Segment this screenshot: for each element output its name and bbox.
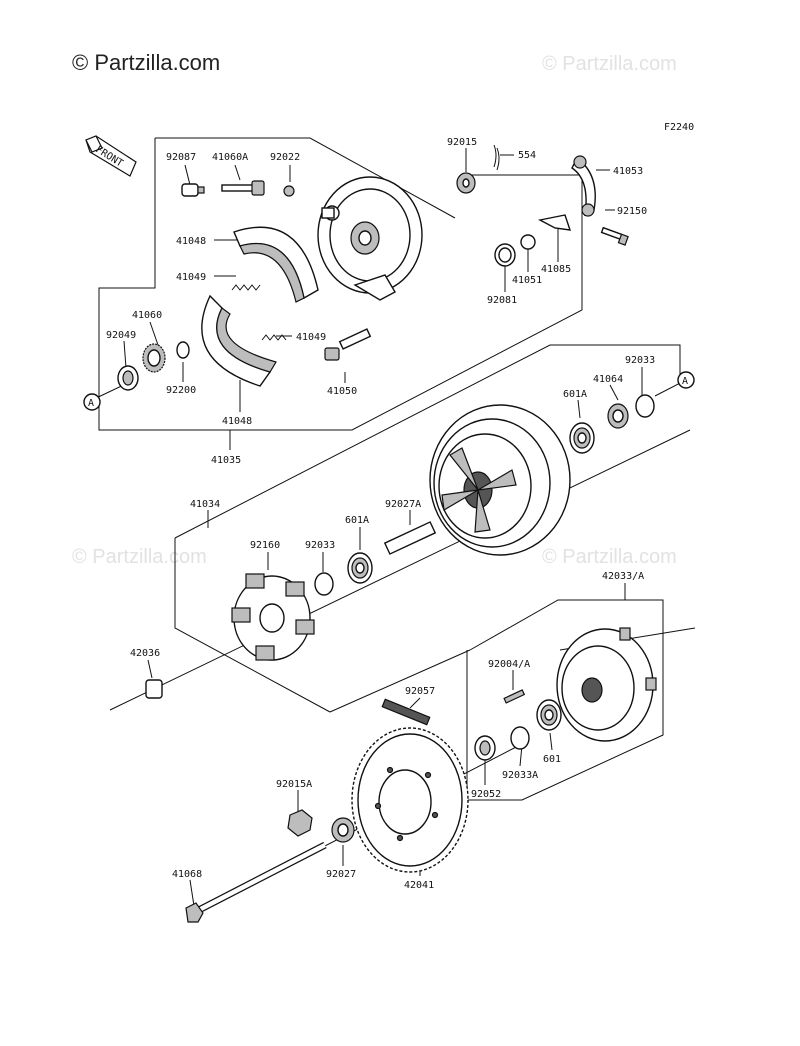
part-92015A-nut bbox=[287, 809, 313, 837]
part-41060-gear bbox=[142, 343, 166, 373]
part-92033-circlip-top bbox=[635, 394, 655, 418]
part-41051-washer bbox=[520, 234, 536, 250]
label-92087: 92087 bbox=[166, 152, 196, 163]
label-42041: 42041 bbox=[404, 880, 434, 891]
label-41051: 41051 bbox=[512, 275, 542, 286]
label-92033-mid: 92033 bbox=[305, 540, 335, 551]
part-42033A-sprocket-hub bbox=[556, 627, 657, 742]
label-92027: 92027 bbox=[326, 869, 356, 880]
part-42041-sprocket bbox=[351, 727, 469, 873]
leader-lines bbox=[123, 148, 643, 907]
label-41035: 41035 bbox=[211, 455, 241, 466]
label-92004A: 92004/A bbox=[488, 659, 530, 670]
label-601A-top: 601A bbox=[563, 389, 587, 400]
label-41049-bottom: 41049 bbox=[296, 332, 326, 343]
part-41050-brake-cam bbox=[324, 328, 372, 361]
label-41060A: 41060A bbox=[212, 152, 248, 163]
label-554: 554 bbox=[518, 150, 536, 161]
label-92160: 92160 bbox=[250, 540, 280, 551]
label-601: 601 bbox=[543, 754, 561, 765]
label-92052: 92052 bbox=[471, 789, 501, 800]
part-41048-brake-shoe-bottom bbox=[201, 294, 277, 387]
label-92033A: 92033A bbox=[502, 770, 538, 781]
part-92150-bolt bbox=[600, 226, 629, 246]
label-42036: 42036 bbox=[130, 648, 160, 659]
part-labels: 92087 41060A 92022 92015 554 41053 92150… bbox=[106, 137, 655, 891]
svg-text:A: A bbox=[682, 376, 688, 387]
watermark-mid-left: © Partzilla.com bbox=[72, 546, 207, 568]
part-92081-spring bbox=[494, 243, 516, 267]
part-92033A-circlip bbox=[510, 726, 530, 750]
label-41034: 41034 bbox=[190, 499, 220, 510]
part-601A-bearing-mid bbox=[347, 552, 373, 584]
part-92160-damper bbox=[231, 573, 315, 661]
part-92022-washer bbox=[283, 185, 295, 197]
part-92049-oil-seal bbox=[117, 365, 139, 391]
label-601A-mid: 601A bbox=[345, 515, 369, 526]
label-41048-top: 41048 bbox=[176, 236, 206, 247]
label-92081: 92081 bbox=[487, 295, 517, 306]
part-92027-collar bbox=[331, 817, 355, 843]
label-42033A: 42033/A bbox=[602, 571, 644, 582]
part-41049-spring-top bbox=[231, 284, 261, 291]
part-601A-bearing-top bbox=[569, 422, 595, 454]
figure-code: F2240 bbox=[664, 122, 694, 133]
part-41053-brake-lever bbox=[571, 155, 596, 217]
ref-marker-a-left: A bbox=[83, 393, 101, 411]
part-41085-wear-indicator bbox=[537, 214, 572, 231]
label-92022: 92022 bbox=[270, 152, 300, 163]
part-92015-nut bbox=[456, 172, 476, 194]
svg-text:A: A bbox=[88, 398, 94, 409]
watermark-main: © Partzilla.com bbox=[72, 50, 220, 75]
label-41064: 41064 bbox=[593, 374, 623, 385]
label-41048-bottom: 41048 bbox=[222, 416, 252, 427]
label-41049-top: 41049 bbox=[176, 272, 206, 283]
part-554-cotter-pin bbox=[493, 144, 500, 171]
part-41068-axle bbox=[185, 841, 327, 923]
part-92027A-spacer bbox=[383, 521, 437, 555]
part-42036-collar bbox=[145, 679, 163, 699]
part-92087-plug bbox=[181, 183, 205, 197]
label-92027A: 92027A bbox=[385, 499, 421, 510]
ref-marker-a-right: A bbox=[677, 371, 695, 389]
part-92052-seal bbox=[474, 735, 496, 761]
part-brake-panel bbox=[317, 176, 423, 301]
label-41050: 41050 bbox=[327, 386, 357, 397]
part-rear-wheel bbox=[429, 404, 571, 556]
part-41048-brake-shoe-top bbox=[233, 226, 319, 303]
part-41060A-camshaft bbox=[221, 180, 265, 196]
front-direction-arrow: FRONT bbox=[85, 135, 137, 177]
label-92150: 92150 bbox=[617, 206, 647, 217]
part-601-bearing bbox=[536, 699, 562, 731]
part-92004A-stud bbox=[503, 689, 526, 704]
watermark-mid-right: © Partzilla.com bbox=[542, 546, 677, 568]
label-41060: 41060 bbox=[132, 310, 162, 321]
label-92033-top: 92033 bbox=[625, 355, 655, 366]
part-41064-collar bbox=[607, 403, 629, 429]
label-92015A: 92015A bbox=[276, 779, 312, 790]
label-41068: 41068 bbox=[172, 869, 202, 880]
part-92200-washer bbox=[176, 341, 190, 359]
label-92049: 92049 bbox=[106, 330, 136, 341]
label-92200: 92200 bbox=[166, 385, 196, 396]
label-41085: 41085 bbox=[541, 264, 571, 275]
label-92057: 92057 bbox=[405, 686, 435, 697]
part-92033-circlip-mid bbox=[314, 572, 334, 596]
part-92057-bolts bbox=[381, 698, 431, 726]
label-41053: 41053 bbox=[613, 166, 643, 177]
part-41049-spring-bottom bbox=[261, 334, 287, 341]
watermark-top-right: © Partzilla.com bbox=[542, 53, 677, 75]
label-92015: 92015 bbox=[447, 137, 477, 148]
